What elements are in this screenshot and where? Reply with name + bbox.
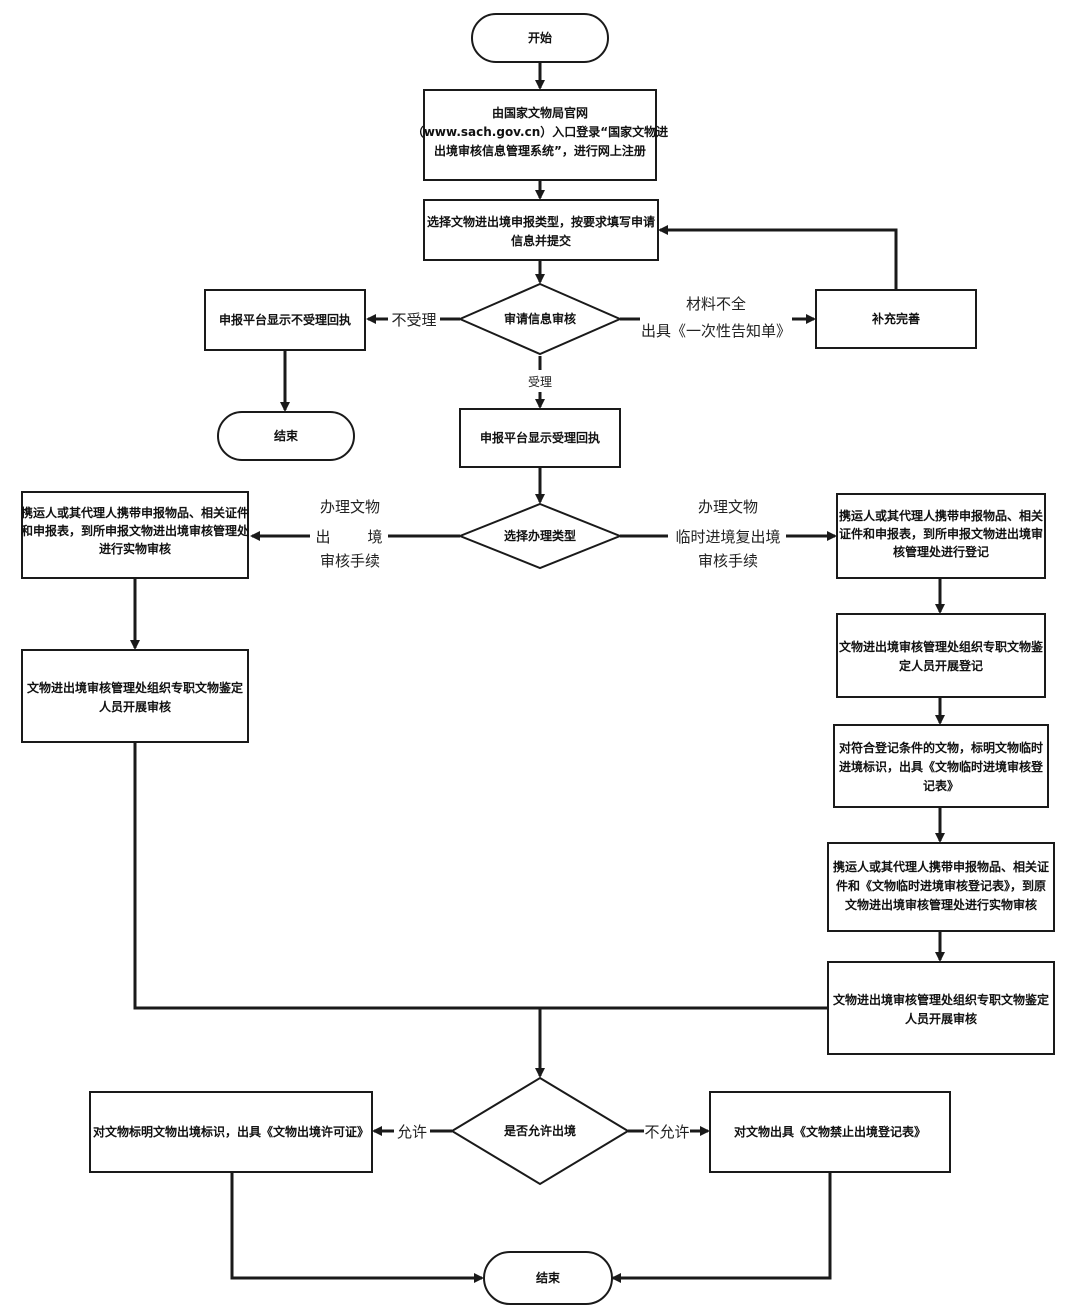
node-accepted: 申报平台显示受理回执 <box>459 408 621 468</box>
node-right-mark-line-1: 对符合登记条件的文物，标明文物临时 <box>839 740 1043 755</box>
node-not-accepted-label: 申报平台显示不受理回执 <box>219 312 351 327</box>
edge-labels: 不受理 材料不全 出具《一次性告知单》 受理 办理文物 出 境 审核手续 办理文… <box>315 295 791 1141</box>
node-register-line-1: 由国家文物局官网 <box>492 105 588 120</box>
node-left-appraise-line-1: 文物进出境审核管理处组织专职文物鉴定 <box>27 680 243 695</box>
node-allow-exit-label: 是否允许出境 <box>503 1123 576 1138</box>
edge-supplement-fill <box>658 225 898 290</box>
node-end-left-label: 结束 <box>274 428 299 443</box>
node-select-type: 选择办理类型 <box>457 502 623 570</box>
node-permit: 对文物标明文物出境标识，出具《文物出境许可证》 <box>89 1091 373 1173</box>
label-not-accept: 不受理 <box>391 311 436 329</box>
node-left-bring-line-2: 和申报表，到所申报文物进出境审核管理处 <box>20 523 250 538</box>
label-exit-1: 办理文物 <box>320 498 380 516</box>
label-deny: 不允许 <box>644 1123 689 1141</box>
node-register-line-3: 出境审核信息管理系统”，进行网上注册 <box>434 143 646 158</box>
label-temp-3: 审核手续 <box>698 552 758 570</box>
node-right-appraise-line-2: 人员开展审核 <box>905 1011 977 1026</box>
node-permit-label: 对文物标明文物出境标识，出具《文物出境许可证》 <box>93 1124 369 1139</box>
node-right-appraise-line-1: 文物进出境审核管理处组织专职文物鉴定 <box>833 992 1049 1007</box>
node-right-register-line-2: 定人员开展登记 <box>899 658 983 673</box>
node-right-mark-line-3: 记表》 <box>923 778 959 793</box>
label-accept: 受理 <box>528 375 552 389</box>
node-right-bring2-line-1: 携运人或其代理人携带申报物品、相关证 <box>833 859 1049 874</box>
nodes: 开始 由国家文物局官网 （www.sach.gov.cn）入口登录“国家文物进 … <box>20 13 1055 1305</box>
label-allow: 允许 <box>397 1123 427 1141</box>
node-left-bring-line-3: 进行实物审核 <box>99 541 171 556</box>
node-left-appraise-line-2: 人员开展审核 <box>99 699 171 714</box>
node-right-appraise: 文物进出境审核管理处组织专职文物鉴定 人员开展审核 <box>827 961 1055 1055</box>
label-incomplete-1: 材料不全 <box>686 295 746 313</box>
node-fill-info: 选择文物进出境申报类型，按要求填写申请 信息并提交 <box>423 199 659 261</box>
node-not-accepted: 申报平台显示不受理回执 <box>204 289 366 351</box>
node-review-label: 审请信息审核 <box>504 311 576 326</box>
node-supplement-label: 补充完善 <box>871 311 920 326</box>
node-left-bring-line-1: 携运人或其代理人携带申报物品、相关证件 <box>21 505 249 520</box>
label-temp-1: 办理文物 <box>698 498 758 516</box>
node-right-bring-line-1: 携运人或其代理人携带申报物品、相关 <box>839 508 1043 523</box>
node-right-bring-line-3: 核管理处进行登记 <box>893 544 989 559</box>
label-exit-2a: 出 <box>315 528 330 546</box>
label-exit-3: 审核手续 <box>320 552 380 570</box>
node-fill-info-line-1: 选择文物进出境申报类型，按要求填写申请 <box>427 214 655 229</box>
connectors <box>130 62 945 1283</box>
node-right-bring2-line-2: 件和《文物临时进境审核登记表》，到原 <box>836 878 1046 893</box>
edge-deny-end <box>611 1172 832 1283</box>
edge-permit-end <box>230 1172 484 1283</box>
node-right-bring-line-2: 证件和申报表，到所申报文物进出境审 <box>839 526 1043 541</box>
node-register: 由国家文物局官网 （www.sach.gov.cn）入口登录“国家文物进 出境审… <box>412 89 668 181</box>
node-right-bring2: 携运人或其代理人携带申报物品、相关证 件和《文物临时进境审核登记表》，到原 文物… <box>827 842 1055 932</box>
node-allow-exit: 是否允许出境 <box>450 1076 630 1186</box>
node-end-left: 结束 <box>217 411 355 461</box>
node-right-mark: 对符合登记条件的文物，标明文物临时 进境标识，出具《文物临时进境审核登 记表》 <box>833 724 1049 808</box>
node-end-bottom-label: 结束 <box>536 1270 561 1285</box>
node-right-register-line-1: 文物进出境审核管理处组织专职文物鉴 <box>839 639 1044 654</box>
node-select-type-label: 选择办理类型 <box>504 528 576 543</box>
node-fill-info-line-2: 信息并提交 <box>511 233 571 248</box>
edge-left-appraise-merge <box>133 742 540 1010</box>
node-right-bring2-line-3: 文物进出境审核管理处进行实物审核 <box>845 897 1037 912</box>
node-right-mark-line-2: 进境标识，出具《文物临时进境审核登 <box>839 759 1044 774</box>
node-left-appraise: 文物进出境审核管理处组织专职文物鉴定 人员开展审核 <box>21 649 249 743</box>
node-deny: 对文物出具《文物禁止出境登记表》 <box>709 1091 951 1173</box>
node-register-line-2: （www.sach.gov.cn）入口登录“国家文物进 <box>412 124 668 139</box>
label-exit-2b: 境 <box>367 528 382 546</box>
node-right-bring: 携运人或其代理人携带申报物品、相关 证件和申报表，到所申报文物进出境审 核管理处… <box>836 493 1046 579</box>
label-incomplete-2: 出具《一次性告知单》 <box>641 322 791 340</box>
node-start-label: 开始 <box>528 30 552 45</box>
node-left-bring: 携运人或其代理人携带申报物品、相关证件 和申报表，到所申报文物进出境审核管理处 … <box>20 491 250 579</box>
node-right-register: 文物进出境审核管理处组织专职文物鉴 定人员开展登记 <box>836 613 1046 698</box>
node-supplement: 补充完善 <box>815 289 977 349</box>
node-deny-label: 对文物出具《文物禁止出境登记表》 <box>734 1124 926 1139</box>
node-start: 开始 <box>471 13 609 63</box>
label-temp-2: 临时进境复出境 <box>675 528 780 546</box>
node-end-bottom: 结束 <box>483 1251 613 1305</box>
node-review: 审请信息审核 <box>457 282 623 356</box>
node-accepted-label: 申报平台显示受理回执 <box>480 430 600 445</box>
